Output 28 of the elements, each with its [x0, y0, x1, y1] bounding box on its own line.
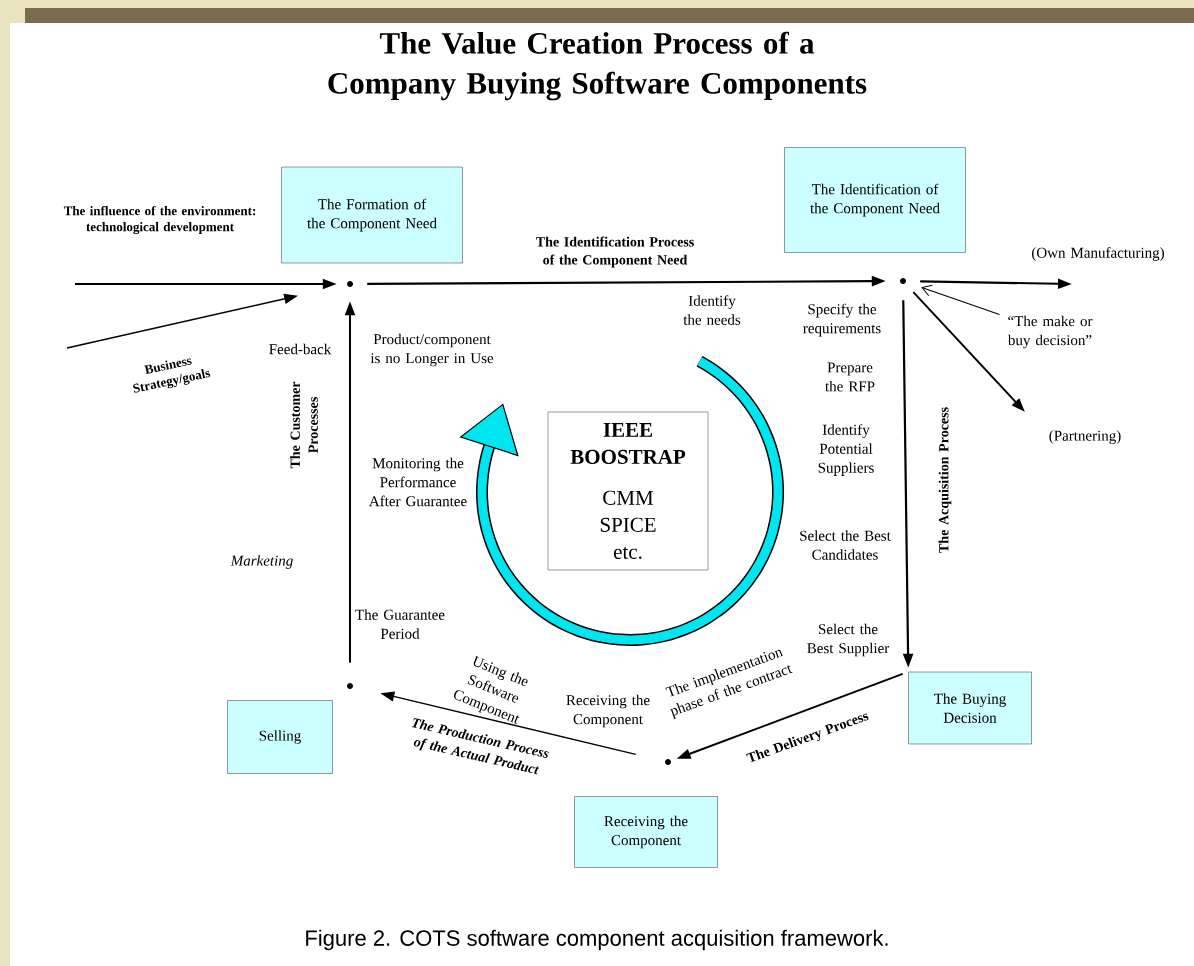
annotation-text: Marketing [230, 555, 293, 569]
annotation-text: Monitoring the Performance After Guarantee [369, 457, 467, 507]
figure-caption: Figure 2. COTS software component acquisition framework. [306, 929, 888, 951]
edge-label: The influence of the environment: technological development [63, 206, 256, 234]
annotation-text: Feed-back [269, 343, 332, 355]
process-box: The Buying Decision [908, 671, 1032, 745]
process-box: Selling [227, 700, 333, 774]
annotation-text: Select the Best Supplier [807, 623, 890, 657]
annotation-text: Identify Potential Suppliers [818, 424, 874, 476]
edge-label: The Acquisition Process [938, 407, 952, 553]
annotation-text: Identify the needs [683, 295, 741, 325]
annotation-text: Prepare the RFP [825, 362, 875, 392]
annotation-text: Receiving the Component [566, 694, 650, 728]
process-box: Receiving the Component [574, 796, 718, 868]
annotation-text: Product/component is no Longer in Use [370, 333, 494, 367]
diagram-title: The Value Creation Process of a Company Buying Software Components [328, 31, 867, 101]
edge-label: The Customer Processes [290, 381, 318, 469]
annotation-text: Specify the requirements [803, 303, 881, 337]
process-box: The Formation of the Component Need [281, 166, 463, 264]
standards-box: IEEE BOOSTRAP CMM SPICE etc. [547, 411, 709, 571]
annotation-text: (Partnering) [1049, 430, 1121, 444]
annotation-text: Select the Best Candidates [800, 530, 891, 560]
arrow [921, 284, 1000, 315]
edge-label: The Identification Process of the Component Need [536, 236, 694, 268]
annotation-text: (Own Manufacturing) [1032, 247, 1164, 261]
annotation-text: The Guarantee Period [355, 609, 445, 639]
process-box: The Identification of the Component Need [784, 147, 966, 253]
decision-note: “The make or buy decision” [1007, 315, 1093, 349]
